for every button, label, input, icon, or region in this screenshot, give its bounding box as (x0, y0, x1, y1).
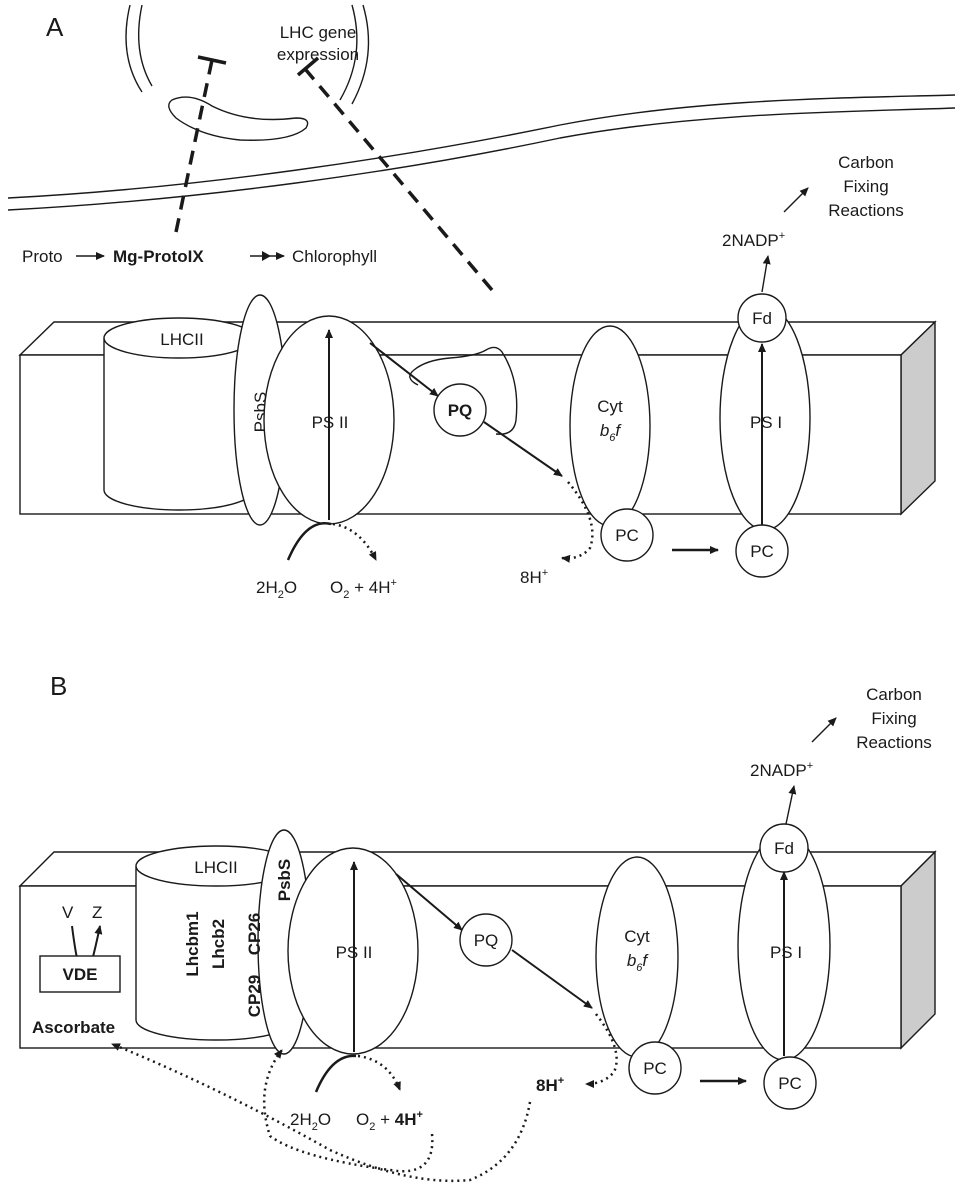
nadp-label: 2NADP+ (722, 230, 785, 250)
pc-circle-2 (735, 524, 789, 578)
cyt-label: Cyt (624, 927, 650, 946)
carbon-fixing-label: Carbon (866, 685, 922, 704)
pc-label-2: PC (750, 542, 774, 561)
chloroplast-envelope-outer (7, 94, 955, 199)
fd-label: Fd (752, 309, 772, 328)
nadp-label: 2NADP+ (750, 760, 813, 780)
lhc-gene-expression-label: LHC gene (280, 23, 357, 42)
ps1-label: PS I (770, 943, 802, 962)
panel-a-letter: A (46, 12, 64, 42)
membrane-side (900, 320, 936, 516)
carbon-fixing-label-2: Fixing (843, 177, 888, 196)
fd-circle (759, 823, 809, 873)
cyt-b6f-ellipse (569, 325, 651, 527)
ascorbate-label: Ascorbate (32, 1018, 115, 1037)
nucleus-envelope-bottom (168, 96, 309, 141)
pq-to-cyt-arrow (483, 421, 563, 477)
cyt-b6f-ellipse (595, 856, 679, 1058)
cp26-label: CP26 (245, 913, 264, 956)
proton-to-vde-dotted-arrow (111, 1042, 532, 1183)
pq-bracket (409, 346, 518, 435)
proto-label: Proto (22, 247, 63, 266)
carbon-fixing-label-3: Reactions (828, 201, 904, 220)
panel-b: B Carbon Fixing Reactions 2NADP+ LHCII L… (18, 671, 937, 1183)
lhcii-cylinder (103, 338, 255, 511)
double-arrowhead (262, 251, 271, 261)
proton-dotted-arrow (561, 481, 594, 563)
oxygen-dotted-arrow (332, 522, 378, 561)
carbon-arrow (811, 717, 837, 743)
water-label: 2H2O (290, 1110, 331, 1133)
chloroplast-envelope-inner (7, 107, 955, 211)
water-split-curve (286, 522, 332, 561)
chlorophyll-label: Chlorophyll (292, 247, 377, 266)
pq-label: PQ (448, 401, 473, 420)
proton-dotted-arrow (585, 1013, 618, 1088)
psbs-label: PsbS (275, 859, 294, 902)
fd-to-nadp-arrow (785, 785, 797, 825)
cyt-label: Cyt (597, 397, 623, 416)
vde-label: VDE (63, 965, 98, 984)
carbon-fixing-label-3: Reactions (856, 733, 932, 752)
pc-circle-2 (763, 1056, 817, 1110)
pc-label-2: PC (778, 1074, 802, 1093)
carbon-fixing-label-2: Fixing (871, 709, 916, 728)
inhibition-bar-2 (296, 56, 320, 77)
lhc-gene-expression-label-2: expression (277, 45, 359, 64)
pq-circle (433, 383, 487, 437)
ps2-to-pq-arrow (369, 342, 439, 397)
inhibition-line-pq (304, 68, 494, 292)
carbon-arrow (783, 187, 809, 213)
water-split-curve (314, 1054, 357, 1093)
carbon-fixing-label: Carbon (838, 153, 894, 172)
pq-to-cyt-arrow (511, 949, 593, 1009)
v-label: V (62, 903, 74, 922)
b6f-label: b6f (627, 951, 650, 974)
ps2-to-pq-arrow (395, 873, 463, 931)
proton-8h-label: 8H+ (536, 1075, 564, 1095)
oxygen-label: O2 + 4H+ (356, 1109, 423, 1133)
panel-b-letter: B (50, 671, 67, 701)
proton-to-psbs-dotted-arrow (262, 1049, 434, 1173)
proton-8h-label: 8H+ (520, 567, 548, 587)
fd-label: Fd (774, 839, 794, 858)
pq-label: PQ (474, 931, 499, 950)
pq-circle (459, 913, 513, 967)
inhibition-line-mgprotoix (174, 59, 214, 233)
pc-label-1: PC (643, 1059, 667, 1078)
nucleus-envelope-right-inner (351, 4, 370, 105)
cp29-label: CP29 (245, 975, 264, 1018)
nucleus-envelope-left-inner (138, 4, 153, 87)
pc-circle-1 (600, 508, 654, 562)
lhcii-label: LHCII (194, 858, 237, 877)
lhcbm1-label: Lhcbm1 (183, 911, 202, 976)
oxygen-dotted-arrow (357, 1054, 402, 1091)
lhcb2-label: Lhcb2 (209, 919, 228, 969)
nucleus-envelope-right (339, 4, 358, 101)
oxygen-label: O2 + 4H+ (330, 577, 397, 601)
mg-protoix-label: Mg-ProtoIX (113, 247, 204, 266)
inhibition-bar-1 (197, 55, 227, 65)
fd-to-nadp-arrow (761, 255, 771, 293)
water-label: 2H2O (256, 578, 297, 601)
nucleus-envelope-left (125, 4, 143, 93)
pc-circle-1 (628, 1041, 682, 1095)
fd-circle (737, 293, 787, 343)
membrane-side (900, 850, 936, 1050)
z-label: Z (92, 903, 102, 922)
panel-a: A LHC gene expression Proto Mg-ProtoIX C… (7, 4, 955, 601)
vde-box (39, 955, 121, 993)
ps1-label: PS I (750, 413, 782, 432)
pc-label-1: PC (615, 526, 639, 545)
lhcii-label: LHCII (160, 330, 203, 349)
b6f-label: b6f (600, 421, 623, 444)
